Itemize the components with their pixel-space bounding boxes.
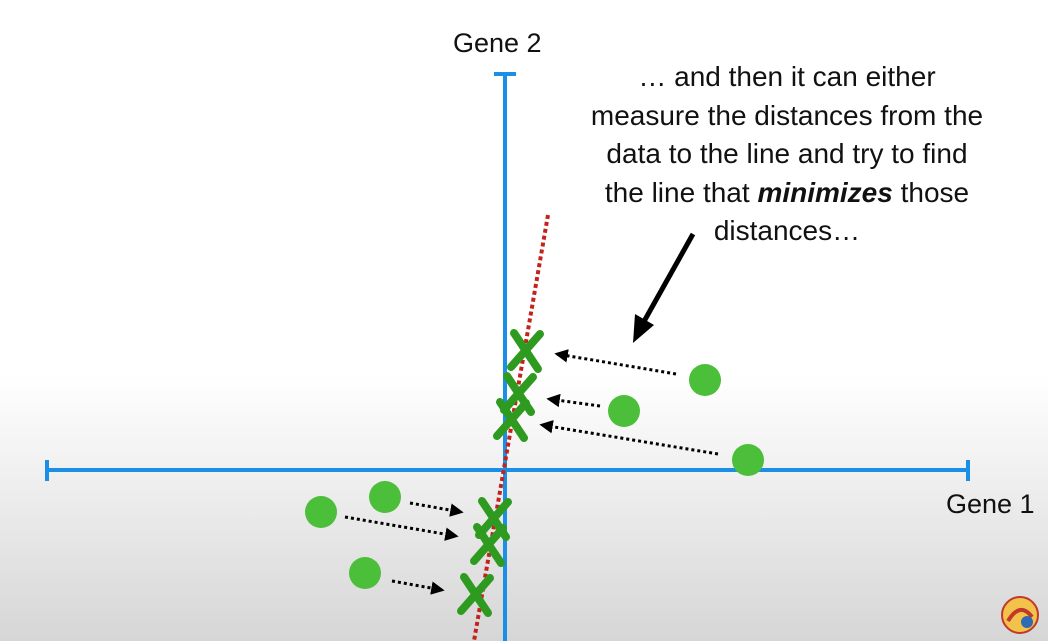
caption-line: measure the distances from the (590, 99, 984, 131)
distance-arrow (344, 515, 459, 541)
distance-arrow (391, 579, 445, 595)
distance-arrow (554, 349, 677, 376)
projection-marker-x (457, 573, 494, 617)
data-point (305, 496, 337, 528)
data-point (369, 481, 401, 513)
x-axis (45, 460, 970, 481)
data-point (732, 444, 764, 476)
caption-line: data to the line and try to find (606, 138, 968, 169)
fit-line (472, 214, 550, 641)
distance-arrow (539, 420, 719, 456)
projection-marker-x (470, 523, 507, 567)
distance-arrow (546, 393, 601, 408)
distance-arrows (344, 349, 719, 595)
caption-pointer-arrow (633, 232, 696, 343)
projection-markers (457, 329, 544, 617)
distance-arrow (409, 501, 464, 517)
y-axis (494, 72, 516, 641)
caption-line: … and then it can either (638, 61, 936, 92)
caption-line: the line that minimizes those (548, 174, 1026, 213)
projection-marker-x (507, 329, 544, 373)
data-point (689, 364, 721, 396)
caption-text-run: those (892, 176, 970, 208)
caption-text: … and then it can either measure the dis… (548, 58, 1026, 251)
y-axis-label: Gene 2 (453, 28, 542, 58)
data-point (608, 395, 640, 427)
projection-marker-x (493, 398, 530, 442)
caption-line: distances… (713, 215, 861, 246)
statquest-logo-icon (1001, 596, 1039, 634)
data-points (305, 364, 764, 589)
caption-text-run: the line that (604, 176, 758, 208)
caption-emphasis: minimizes (757, 176, 893, 208)
x-axis-label: Gene 1 (946, 489, 1035, 519)
data-point (349, 557, 381, 589)
